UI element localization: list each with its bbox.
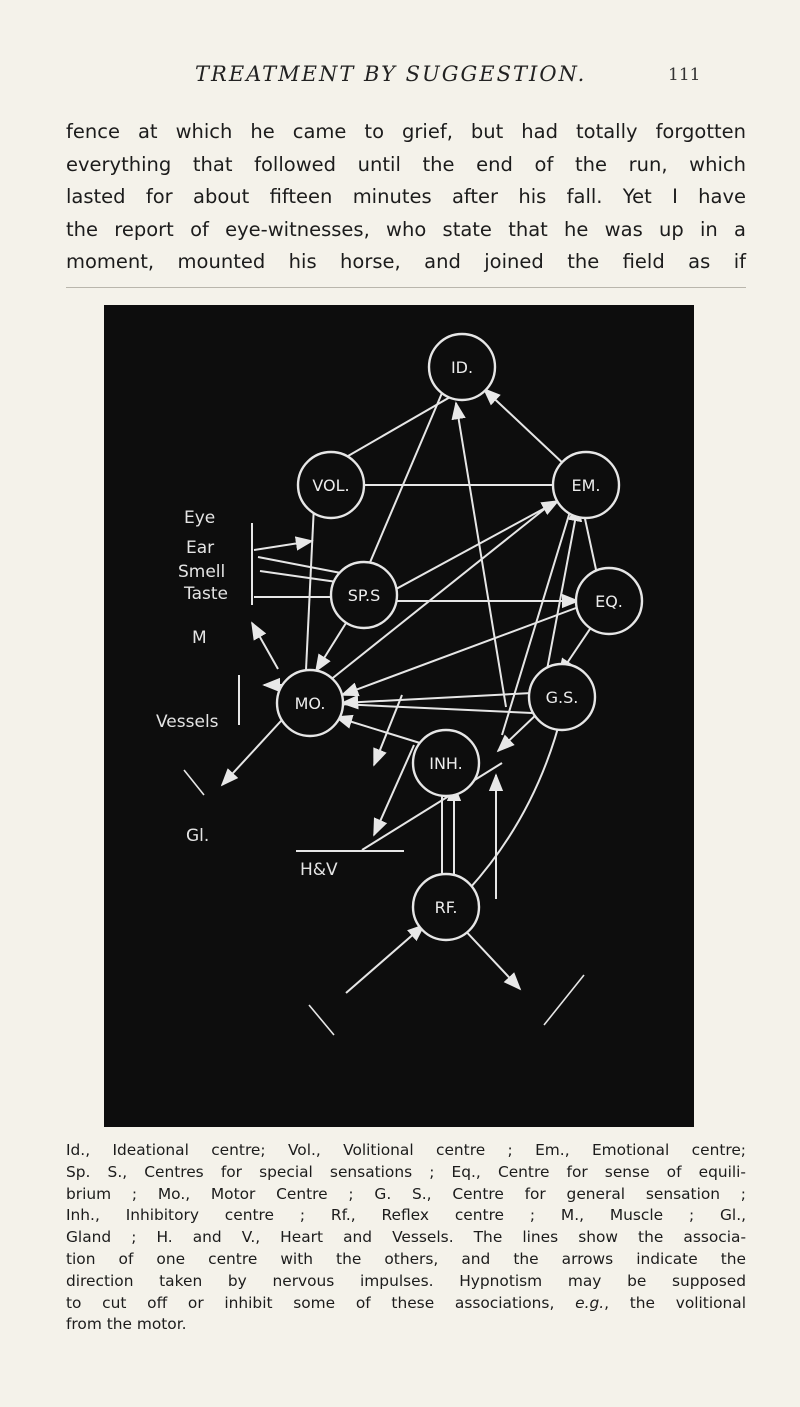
link-mo-hv xyxy=(373,694,403,767)
link-mo-gs xyxy=(317,702,533,714)
figure-caption: Id., Ideational centre; Vol., Volitional… xyxy=(66,1140,746,1336)
caption-line-tail: , the volitional xyxy=(604,1293,746,1312)
body-line: fence at which he came to grief, but had… xyxy=(66,120,746,143)
node-eq: EQ. xyxy=(574,566,644,636)
label-smell: Smell xyxy=(178,562,225,582)
link-em-gs xyxy=(545,503,583,676)
label-eye: Eye xyxy=(184,508,215,528)
caption-eg: e.g. xyxy=(575,1293,605,1312)
link-gs-hv xyxy=(361,762,503,851)
link-id-vol xyxy=(328,388,465,468)
svg-text:INH.: INH. xyxy=(429,754,463,773)
link-gs-mo xyxy=(340,692,533,710)
nerve-centre-diagram: ID. VOL. EM. SP.S EQ. MO. xyxy=(104,305,694,1127)
svg-text:SP.S: SP.S xyxy=(348,586,381,605)
divider xyxy=(66,287,746,288)
link-id-em xyxy=(482,387,568,468)
node-em: EM. xyxy=(551,450,621,520)
node-gs: G.S. xyxy=(527,662,597,732)
svg-text:MO.: MO. xyxy=(295,694,326,713)
caption-line: Sp. S., Centres for special sensations ;… xyxy=(66,1162,746,1181)
svg-text:ID.: ID. xyxy=(451,358,473,377)
link-gs-rf xyxy=(453,712,563,906)
caption-line: Id., Ideational centre; Vol., Volitional… xyxy=(66,1141,746,1159)
node-vol: VOL. xyxy=(296,450,366,520)
body-line: moment, mounted his horse, and joined th… xyxy=(66,250,746,273)
caption-line: direction taken by nervous impulses. Hyp… xyxy=(66,1271,746,1290)
link-eq-mo xyxy=(340,604,585,697)
caption-line: tion of one centre with the others, and … xyxy=(66,1249,746,1268)
diagram-svg: ID. VOL. EM. SP.S EQ. MO. xyxy=(156,332,644,1036)
node-inh: INH. xyxy=(411,728,481,798)
node-mo: MO. xyxy=(275,668,345,738)
svg-text:VOL.: VOL. xyxy=(312,476,349,495)
gland-arrow xyxy=(183,769,205,796)
efferent-fibre xyxy=(543,974,585,1026)
link-mo-muscle xyxy=(251,621,279,670)
caption-line: to cut off or inhibit some of these asso… xyxy=(66,1293,746,1315)
body-line: everything that followed until the end o… xyxy=(66,152,746,176)
link-vol-mo xyxy=(305,504,315,671)
svg-text:EM.: EM. xyxy=(572,476,601,495)
link-em-mo xyxy=(323,502,553,686)
page-number: 111 xyxy=(668,65,701,85)
link-em-inh xyxy=(501,504,573,736)
link-rf-efferent xyxy=(459,924,522,991)
label-gland: Gl. xyxy=(186,826,209,846)
body-line: lasted for about fifteen minutes after h… xyxy=(66,185,746,208)
link-id-inh xyxy=(451,401,507,708)
caption-line-text: to cut off or inhibit some of these asso… xyxy=(66,1293,555,1312)
caption-line: from the motor. xyxy=(66,1315,187,1334)
link-sps-em xyxy=(373,500,560,602)
node-rf: RF. xyxy=(411,872,481,942)
link-ear xyxy=(253,536,314,551)
caption-line: brium ; Mo., Motor Centre ; G. S., Centr… xyxy=(66,1184,746,1203)
node-id: ID. xyxy=(427,332,497,402)
node-sps: SP.S xyxy=(329,560,399,630)
link-inh-hv xyxy=(373,744,415,837)
caption-line: Gland ; H. and V., Heart and Vessels. Th… xyxy=(66,1228,746,1247)
label-taste: Taste xyxy=(183,584,228,604)
svg-text:G.S.: G.S. xyxy=(546,688,579,707)
link-mo-gland xyxy=(220,708,293,787)
body-paragraph: fence at which he came to grief, but had… xyxy=(66,116,746,279)
running-header: TREATMENT BY SUGGESTION. 111 xyxy=(0,62,800,102)
link-sps-mo xyxy=(315,622,347,673)
afferent-fibre xyxy=(308,1004,335,1036)
label-vessels: Vessels xyxy=(156,712,219,732)
svg-text:EQ.: EQ. xyxy=(595,592,623,611)
link-mo-inh xyxy=(334,714,421,744)
running-title: TREATMENT BY SUGGESTION. xyxy=(195,62,587,86)
link-rf-afferent xyxy=(345,923,426,994)
svg-text:RF.: RF. xyxy=(435,898,458,917)
caption-line: Inh., Inhibitory centre ; Rf., Reflex ce… xyxy=(66,1206,746,1225)
label-heart-vessels: H&V xyxy=(300,860,338,880)
label-muscle: M xyxy=(192,628,207,648)
label-ear: Ear xyxy=(186,538,214,558)
body-line: the report of eye-witnesses, who state t… xyxy=(66,217,746,241)
